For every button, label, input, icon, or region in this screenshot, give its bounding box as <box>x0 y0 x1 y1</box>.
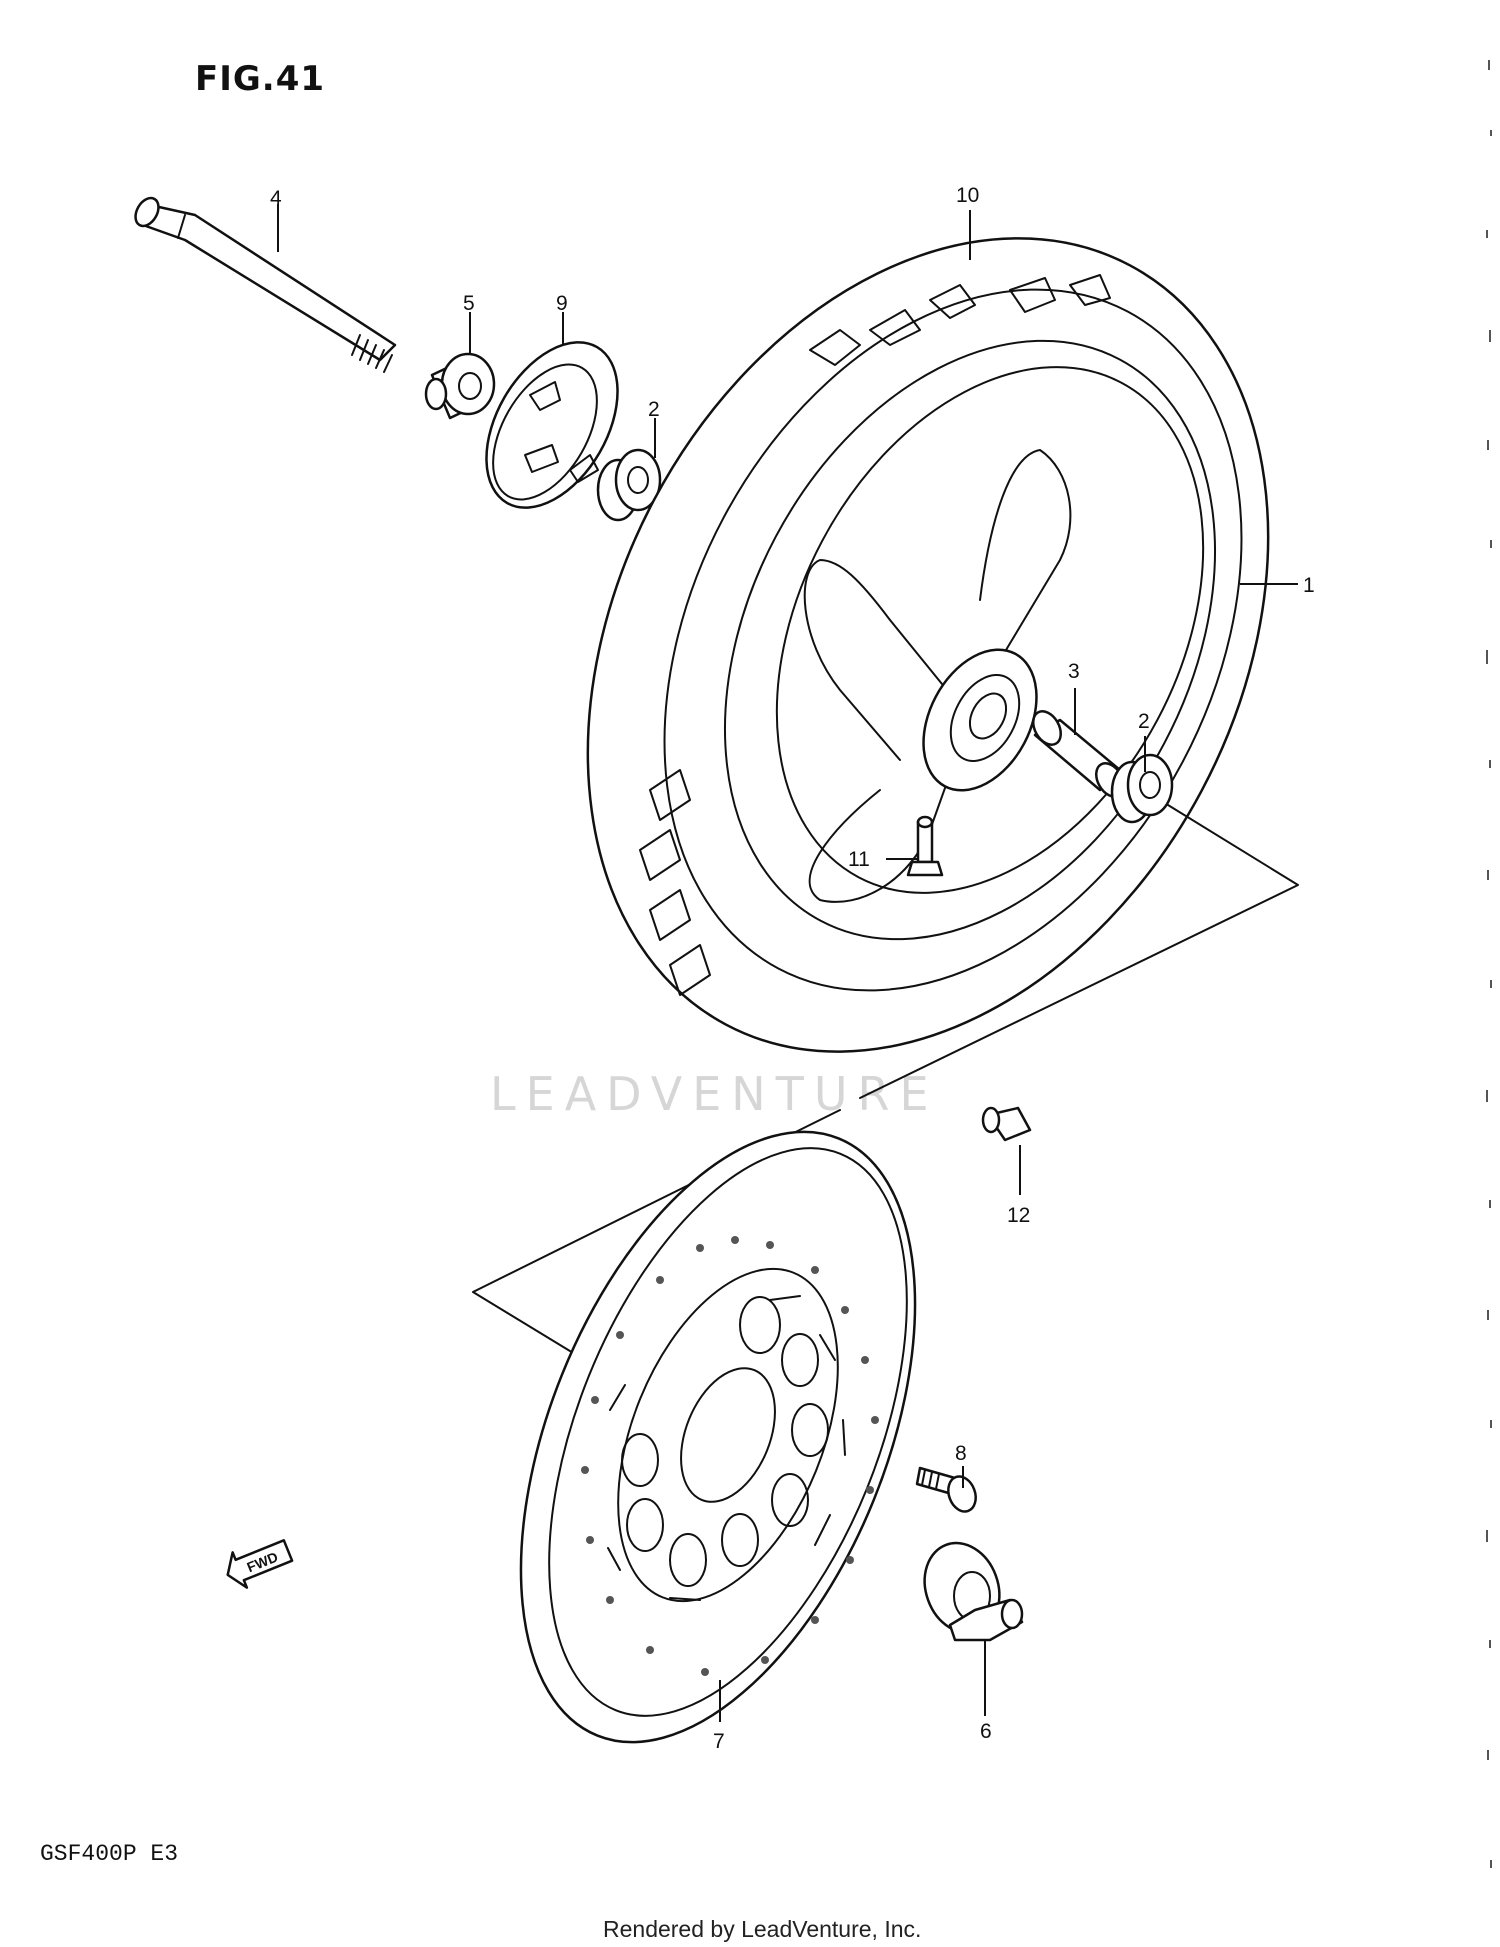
axle-part-4 <box>134 196 397 373</box>
watermark-text: LEADVENTURE <box>490 1067 939 1121</box>
gear-drive-part-9 <box>485 341 619 509</box>
callout-2-left: 2 <box>648 398 660 421</box>
callout-9: 9 <box>556 292 568 315</box>
scan-noise <box>1486 60 1492 1868</box>
model-code: GSF400P E3 <box>40 1841 178 1867</box>
callout-4: 4 <box>270 187 282 210</box>
callouts: 4 5 9 2 10 1 3 2 11 12 8 7 6 <box>270 184 1315 1753</box>
callout-6: 6 <box>980 1720 992 1743</box>
callout-11: 11 <box>848 848 870 871</box>
bolt-part-8 <box>915 1466 977 1513</box>
callout-1: 1 <box>1303 574 1315 597</box>
cap-part-12 <box>981 1106 1032 1142</box>
fwd-direction-badge: FWD <box>226 1539 294 1589</box>
callout-10: 10 <box>956 184 979 207</box>
callout-2-right: 2 <box>1138 710 1150 733</box>
bearing-part-2-right <box>1110 753 1174 824</box>
callout-3: 3 <box>1068 660 1080 683</box>
valve-part-11 <box>906 815 944 877</box>
callout-12: 12 <box>1007 1204 1030 1227</box>
bearing-part-2-left <box>596 448 662 522</box>
callout-8: 8 <box>955 1442 967 1465</box>
leader-lines <box>277 204 1298 1722</box>
brake-disc-part-7 <box>519 1130 917 1744</box>
footer-credit: Rendered by LeadVenture, Inc. <box>603 1916 921 1942</box>
tire-part-10 <box>586 237 1270 1053</box>
speedo-gearbox-part-6 <box>923 1541 1024 1642</box>
spacer-part-5 <box>424 352 496 420</box>
callout-5: 5 <box>463 292 475 315</box>
spacer-tube-part-3 <box>1032 710 1125 798</box>
figure-title: FIG.41 <box>195 59 325 99</box>
perspective-line-upper <box>859 804 1299 1099</box>
callout-7: 7 <box>713 1730 725 1753</box>
